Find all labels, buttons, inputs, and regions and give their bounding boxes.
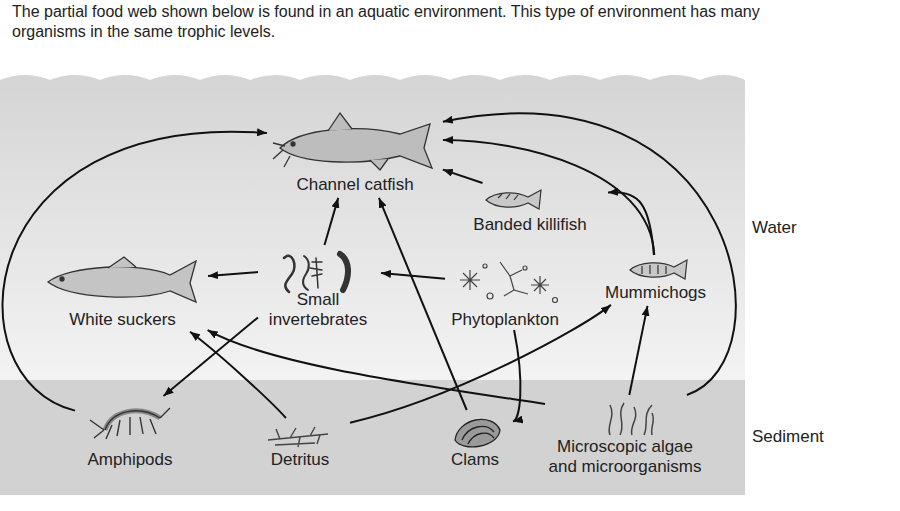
food-arrow <box>381 273 445 279</box>
killifish-drawing <box>486 190 541 209</box>
catfish-drawing <box>273 113 432 170</box>
organism-node: Clams <box>440 410 510 470</box>
algae-drawing <box>609 403 653 435</box>
food-arrow <box>443 140 654 255</box>
label-group: Detritus <box>250 450 350 470</box>
label-group: Mummichogs <box>605 283 705 303</box>
food-arrow <box>629 306 647 395</box>
food-arrow <box>164 317 259 396</box>
organism-node: White suckers <box>40 255 205 330</box>
label-group: Small invertebrates <box>258 290 378 330</box>
white-sucker-drawing <box>48 257 196 302</box>
label-group: Channel catfish <box>270 175 440 195</box>
organism-node: Mummichogs <box>605 255 705 303</box>
organism-node: Small invertebrates <box>258 245 378 330</box>
label-group: Microscopic algae and microorganisms <box>545 437 705 477</box>
food-arrow <box>443 170 483 183</box>
food-arrow <box>2 132 267 411</box>
mummichog-drawing <box>630 260 687 279</box>
organism-node: Channel catfish <box>270 105 440 195</box>
clam-drawing <box>455 419 500 446</box>
organism-label: Amphipods <box>75 450 185 470</box>
organism-node: Phytoplankton <box>445 258 565 330</box>
organism-label: Banded killifish <box>455 215 605 235</box>
food-arrow <box>379 198 467 410</box>
organism-label: Mummichogs <box>605 283 705 303</box>
organism-node: Detritus <box>250 418 350 470</box>
organism-label: Clams <box>440 450 510 470</box>
organism-label: Channel catfish <box>270 175 440 195</box>
organism-label: White suckers <box>40 310 205 330</box>
label-group: Banded killifish <box>455 215 605 235</box>
food-arrow <box>208 330 545 404</box>
food-arrow <box>513 330 521 422</box>
organism-label: Detritus <box>250 450 350 470</box>
food-arrow <box>208 272 258 276</box>
food-arrow <box>190 332 286 418</box>
organism-node: Banded killifish <box>455 183 605 235</box>
zone-label: Water <box>752 218 797 238</box>
label-group: White suckers <box>40 310 205 330</box>
organism-node: Amphipods <box>75 398 185 470</box>
phytoplankton-drawing <box>460 262 558 303</box>
label-group: Clams <box>440 450 510 470</box>
label-group: Phytoplankton <box>445 310 565 330</box>
food-arrow <box>350 305 611 423</box>
food-arrow <box>325 198 339 245</box>
label-group: Amphipods <box>75 450 185 470</box>
organism-node: Microscopic algae and microorganisms <box>545 395 705 477</box>
invertebrates-drawing <box>284 254 348 292</box>
title-text: The partial food web shown below is foun… <box>12 2 782 42</box>
organism-label: Microscopic algae and microorganisms <box>545 437 705 477</box>
food-arrow <box>443 113 736 395</box>
zone-label: Sediment <box>752 427 824 447</box>
water-surface <box>0 60 745 80</box>
detritus-drawing <box>268 427 328 447</box>
organism-label: Small invertebrates <box>258 290 378 330</box>
organism-label: Phytoplankton <box>445 310 565 330</box>
amphipod-drawing <box>90 408 170 439</box>
water-region <box>0 68 745 380</box>
food-arrow <box>608 192 654 255</box>
sediment-region <box>0 380 745 495</box>
